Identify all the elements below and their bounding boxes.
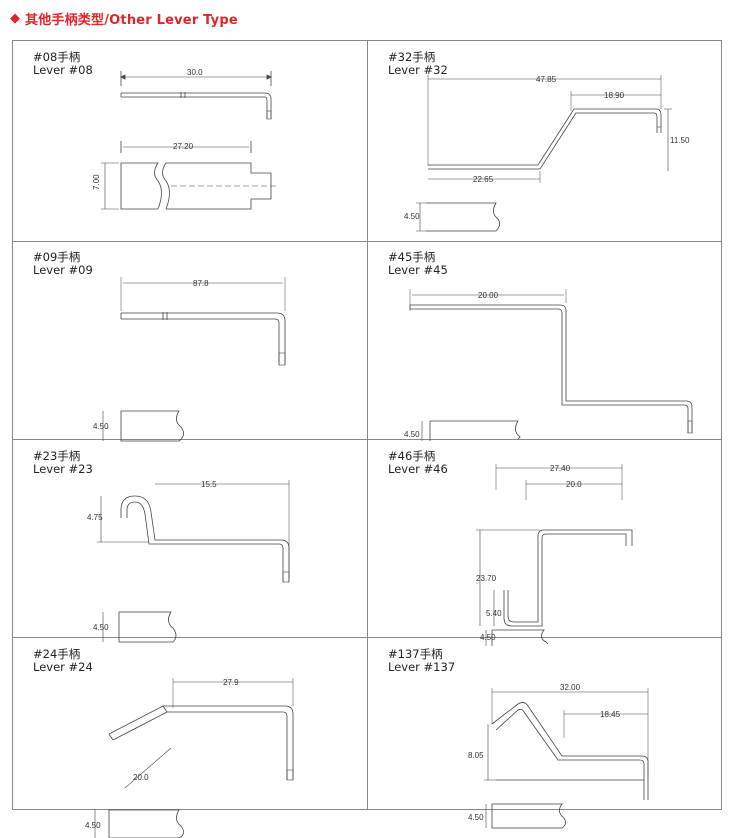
diamond-icon: ◆ [10,10,20,26]
dim-thickness: 4.50 [404,430,420,439]
lever-23-drawing: 15.5 4.75 4.50 [87,480,290,643]
lever-label: #09手柄 Lever #09 [33,251,93,277]
lever-label: #32手柄 Lever #32 [388,51,448,77]
dim-depth: 5.40 [486,609,502,618]
lever-cell-23: #23手柄 Lever #23 15.5 4.75 4.50 [13,440,368,643]
grid-divider-row-3 [13,637,721,638]
dim-overall-length: 32.00 [560,683,581,692]
dim-offset-length: 18.45 [600,710,621,719]
lever-cell-09: #09手柄 Lever #09 87.8 4.50 [13,241,368,442]
lever-cell-46: #46手柄 Lever #46 27.40 20.0 23.70 5.40 4.… [368,440,723,646]
dim-length: 30.0 [187,68,203,77]
lever-name: Lever #32 [388,63,448,77]
dim-width: 27.20 [173,142,194,151]
lever-code: #08手柄 [33,50,81,64]
dim-length: 20.00 [478,291,499,300]
lever-name: Lever #137 [388,660,456,674]
lever-label: #45手柄 Lever #45 [388,251,448,277]
lever-name: Lever #09 [33,263,93,277]
lever-name: Lever #45 [388,263,448,277]
lever-code: #45手柄 [388,250,436,264]
lever-label: #08手柄 Lever #08 [33,51,93,77]
lever-46-drawing: 27.40 20.0 23.70 5.40 4.50 [476,464,633,646]
lever-label: #46手柄 Lever #46 [388,450,448,476]
dim-length: 15.5 [201,480,217,489]
lever-code: #09手柄 [33,250,81,264]
dim-thickness: 4.50 [480,633,496,642]
lever-label: #137手柄 Lever #137 [388,648,455,674]
lever-08-drawing: 30.0 27.20 7.00 [92,68,278,210]
dim-overall-length: 47.85 [536,75,557,84]
lever-code: #46手柄 [388,449,436,463]
section-title: 其他手柄类型/Other Lever Type [25,12,238,28]
dim-top-length: 20.0 [566,480,582,489]
lever-code: #32手柄 [388,50,436,64]
dim-thickness: 4.50 [93,623,109,632]
dim-height: 7.00 [92,174,101,190]
section-header: ◆ 其他手柄类型/Other Lever Type [10,8,238,28]
lever-cell-08: #08手柄 Lever #08 30.0 27.20 7.00 [13,41,368,241]
lever-name: Lever #23 [33,462,93,476]
grid-divider-row-2 [13,439,721,440]
dim-overall-length: 27.40 [550,464,571,473]
dim-thickness: 4.50 [404,212,420,221]
dim-height: 8.05 [468,751,484,760]
dim-top-length: 18.90 [604,91,625,100]
dim-length: 87.8 [193,279,209,288]
lever-24-drawing: 27.9 20.0 4.50 [85,678,294,838]
dim-length: 27.9 [223,678,239,687]
lever-45-drawing: 20.00 4.50 [404,289,693,441]
dim-angle-length: 20.0 [133,773,149,782]
lever-cell-137: #137手柄 Lever #137 32.00 18.45 8.05 4.50 [368,638,723,838]
lever-32-drawing: 47.85 18.90 11.50 22.65 4.50 [404,75,690,232]
grid-divider-vertical [367,41,368,809]
dim-height: 4.75 [87,513,103,522]
dim-base-length: 22.65 [473,175,494,184]
lever-09-drawing: 87.8 4.50 [93,277,286,442]
lever-name: Lever #46 [388,462,448,476]
lever-cell-24: #24手柄 Lever #24 27.9 20.0 4.50 [13,638,368,838]
lever-name: Lever #24 [33,660,93,674]
dim-thickness: 4.50 [85,821,101,830]
dim-thickness: 4.50 [93,422,109,431]
grid-divider-row-1 [13,241,721,242]
lever-name: Lever #08 [33,63,93,77]
lever-cell-45: #45手柄 Lever #45 20.00 4.50 [368,241,723,441]
lever-label: #23手柄 Lever #23 [33,450,93,476]
lever-grid: #08手柄 Lever #08 30.0 27.20 7.00 #32手柄 [12,40,723,838]
lever-label: #24手柄 Lever #24 [33,648,93,674]
lever-137-drawing: 32.00 18.45 8.05 4.50 [468,683,649,829]
lever-code: #23手柄 [33,449,81,463]
lever-code: #137手柄 [388,647,443,661]
lever-cell-32: #32手柄 Lever #32 47.85 18.90 11.50 22.65 … [368,41,723,241]
dim-height: 23.70 [476,574,497,583]
lever-code: #24手柄 [33,647,81,661]
dim-height: 11.50 [670,136,690,145]
